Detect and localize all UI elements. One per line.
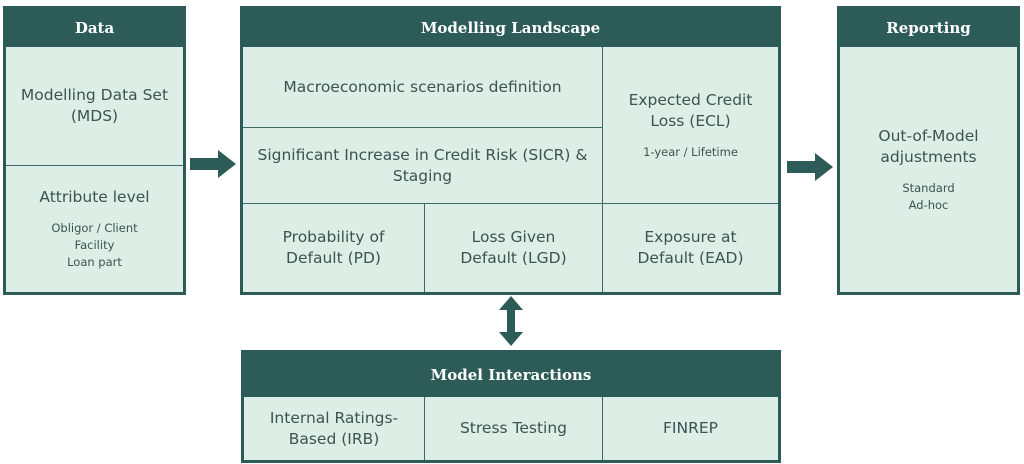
divider [243, 127, 602, 128]
adjustment-types: Standard Ad-hoc [902, 180, 955, 212]
attribute-level-title: Attribute level [39, 188, 150, 206]
divider [6, 165, 183, 166]
ecl-horizon: 1-year / Lifetime [643, 144, 738, 159]
out-of-model-cell: Out-of-Model adjustments Standard Ad-hoc [840, 47, 1017, 292]
reporting-panel: Reporting Out-of-Model adjustments Stand… [837, 6, 1020, 295]
finrep-label: FINREP [663, 419, 718, 437]
out-of-model-label: Out-of-Model adjustments [878, 126, 979, 166]
divider [424, 397, 425, 460]
double-arrow-icon [499, 296, 523, 346]
stress-testing-cell: Stress Testing [425, 397, 602, 460]
attribute-level-items: Obligor / Client Facility Loan part [51, 221, 138, 269]
divider [424, 204, 425, 292]
modelling-landscape-panel: Modelling Landscape Macroeconomic scenar… [240, 6, 781, 295]
sicr-label: Significant Increase in Credit Risk (SIC… [257, 145, 588, 185]
model-interactions-panel: Model Interactions Internal Ratings- Bas… [241, 350, 781, 463]
ead-cell: Exposure at Default (EAD) [603, 204, 778, 292]
attribute-level-cell: Attribute level Obligor / Client Facilit… [6, 166, 183, 292]
divider [602, 397, 603, 460]
reporting-title: Reporting [840, 9, 1017, 47]
lgd-label: Loss Given Default (LGD) [460, 228, 567, 267]
lgd-cell: Loss Given Default (LGD) [425, 204, 602, 292]
modelling-landscape-title: Modelling Landscape [243, 9, 778, 47]
pd-label: Probability of Default (PD) [282, 228, 385, 267]
stress-testing-label: Stress Testing [459, 419, 568, 437]
data-panel-title: Data [6, 9, 183, 47]
macro-scenarios-cell: Macroeconomic scenarios definition [243, 47, 602, 127]
ead-label: Exposure at Default (EAD) [637, 228, 744, 267]
model-interactions-title: Model Interactions [244, 353, 778, 397]
macro-scenarios-label: Macroeconomic scenarios definition [283, 77, 562, 96]
ecl-label: Expected Credit Loss (ECL) [628, 90, 753, 130]
right-arrow-icon [190, 150, 236, 178]
data-panel: Data Modelling Data Set (MDS) Attribute … [3, 6, 186, 295]
right-arrow-icon [787, 153, 833, 181]
sicr-cell: Significant Increase in Credit Risk (SIC… [243, 128, 602, 203]
mds-cell: Modelling Data Set (MDS) [6, 47, 183, 165]
ecl-cell: Expected Credit Loss (ECL) 1-year / Life… [603, 47, 778, 203]
finrep-cell: FINREP [603, 397, 778, 460]
irb-label: Internal Ratings- Based (IRB) [269, 408, 399, 448]
irb-cell: Internal Ratings- Based (IRB) [244, 397, 424, 460]
pd-cell: Probability of Default (PD) [243, 204, 424, 292]
divider [602, 47, 603, 292]
mds-label: Modelling Data Set (MDS) [20, 86, 169, 125]
divider [243, 203, 778, 204]
